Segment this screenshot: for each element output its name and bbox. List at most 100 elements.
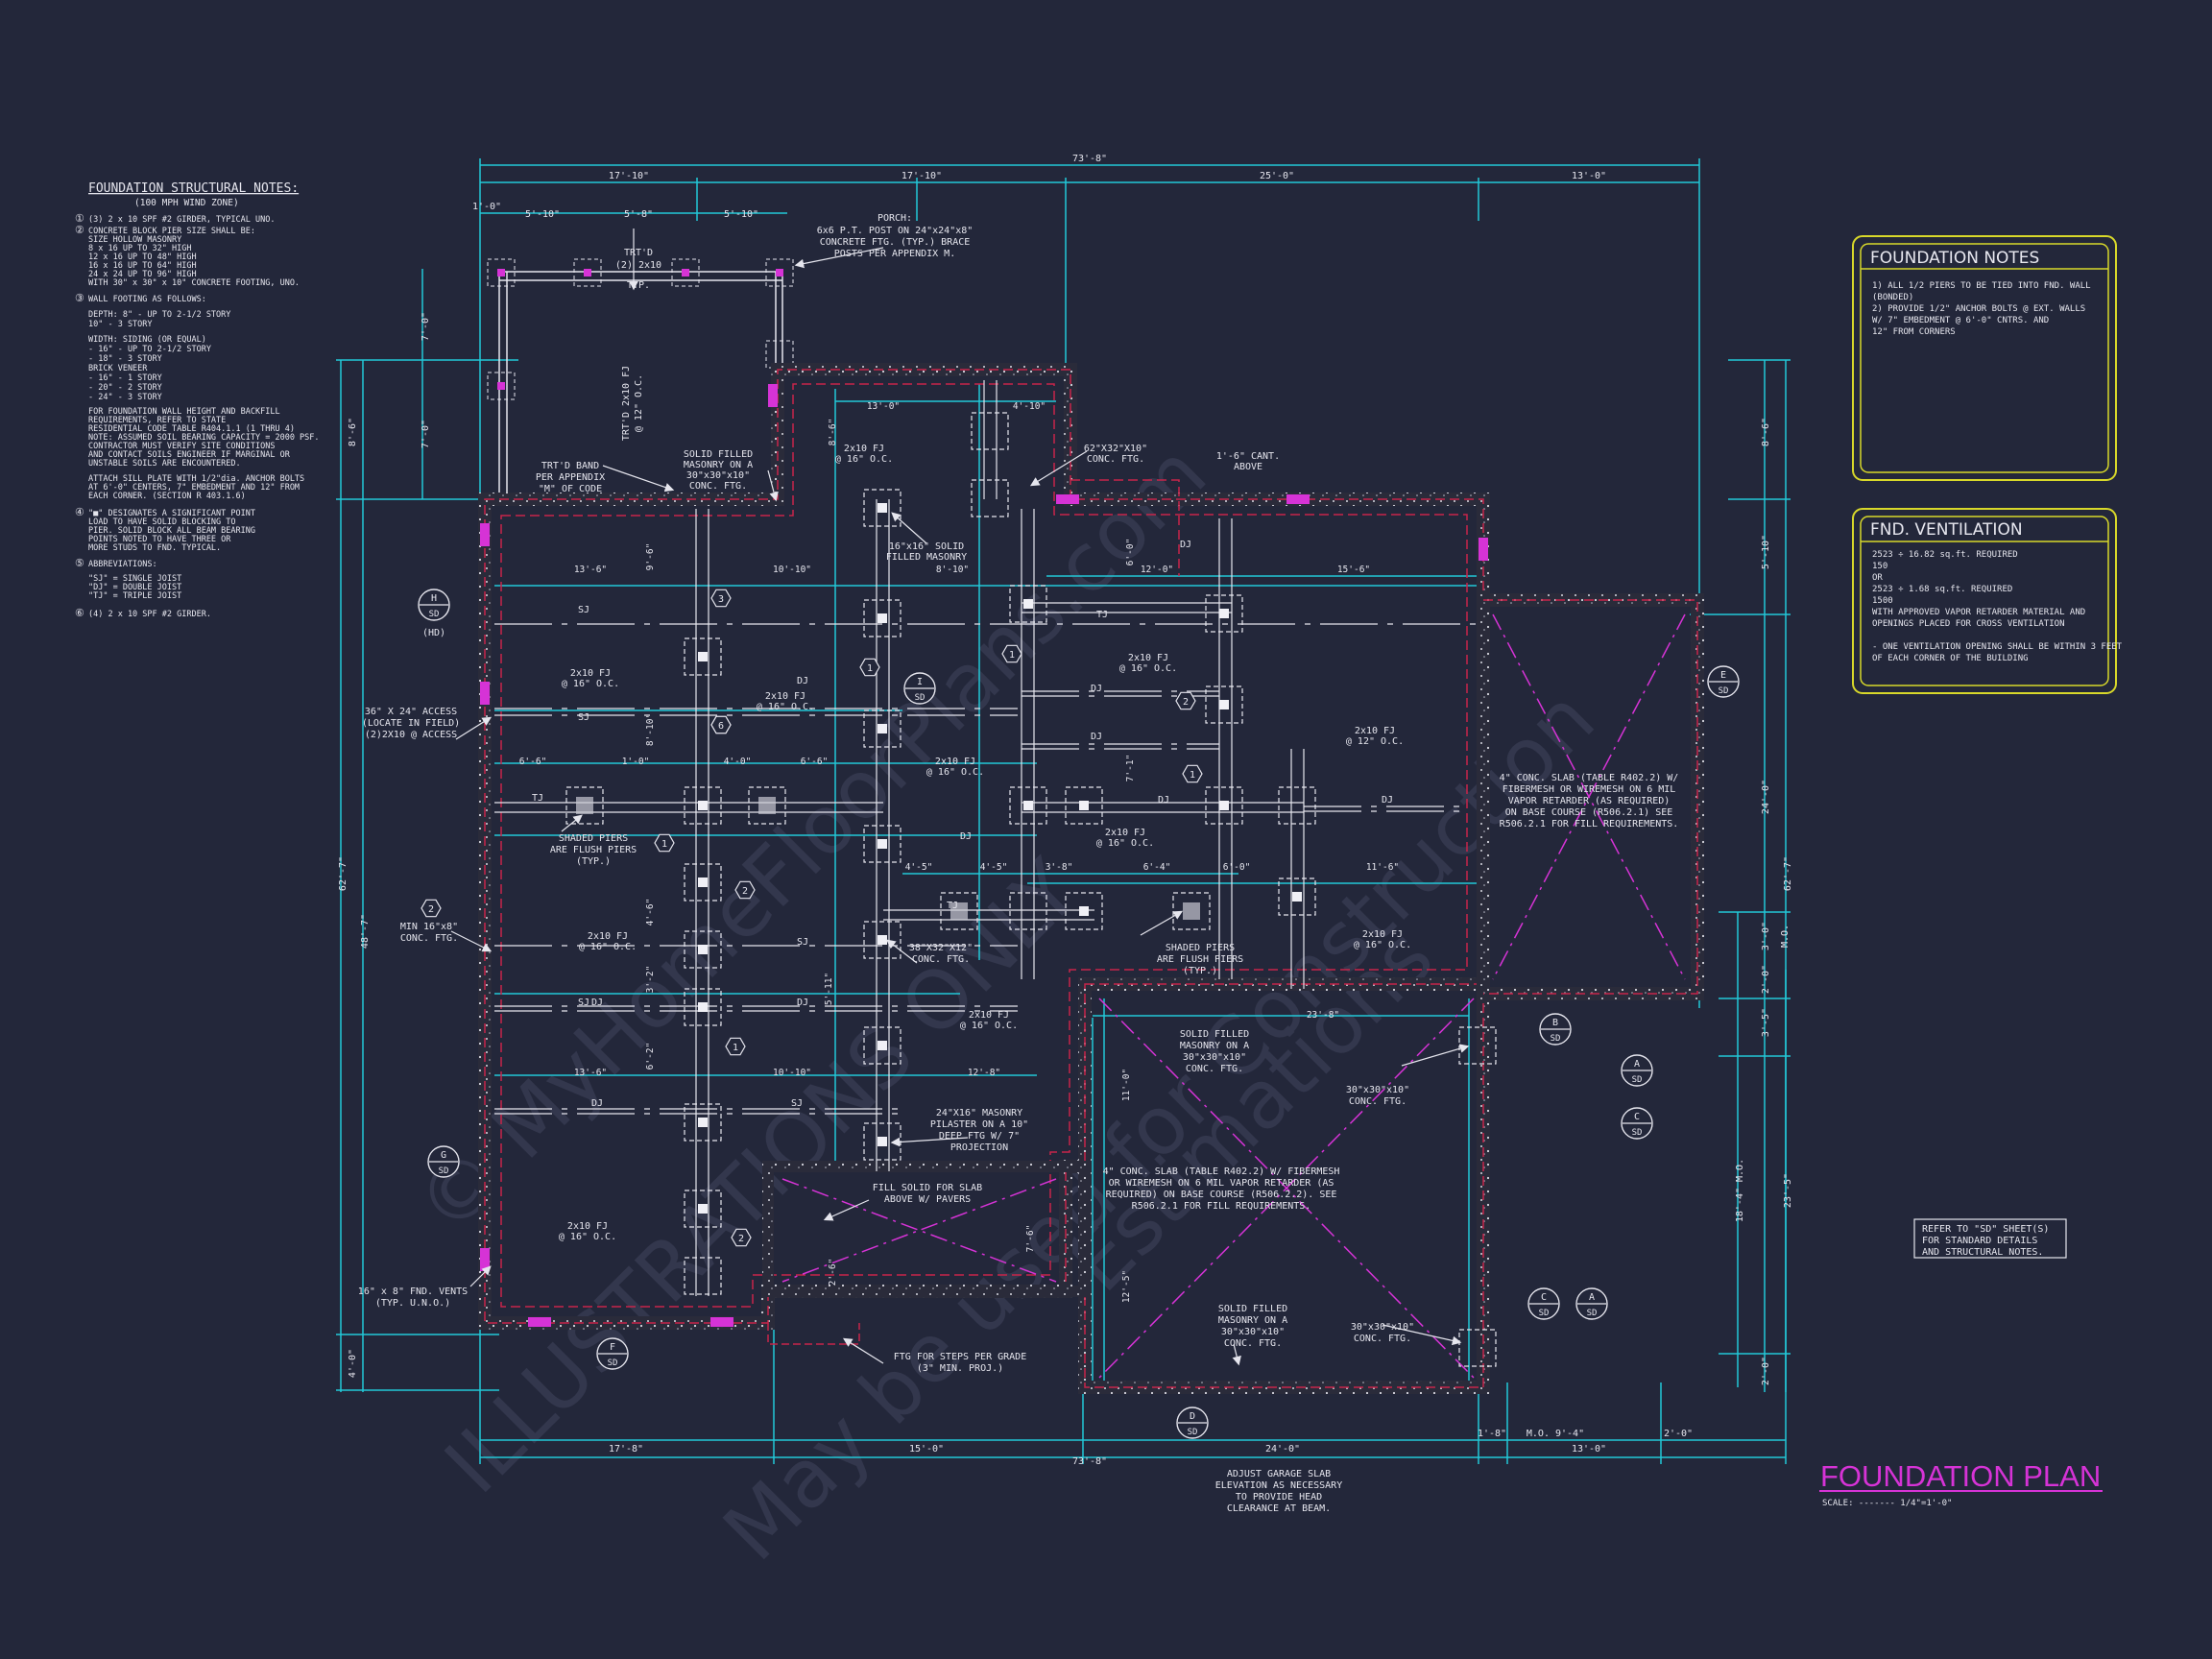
plan-callout: @ 16" O.C. — [559, 1232, 616, 1242]
note-tag-number: 1 — [661, 839, 667, 850]
plan-callout: DEEP FTG W/ 7" — [939, 1131, 1020, 1142]
structural-note-line: RESIDENTIAL CODE TABLE R404.1.1 (1 THRU … — [88, 424, 295, 434]
plan-callout: 24"X16" MASONRY — [936, 1108, 1022, 1118]
plan-callout: (2)2X10 @ ACCESS — [365, 730, 457, 740]
plan-callout: 30"x30"x10" — [1351, 1322, 1414, 1333]
section-marker-sheet: SD — [1188, 1428, 1198, 1437]
dimension-right: 62'-7" — [1783, 856, 1793, 891]
plan-callout: TO PROVIDE HEAD — [1236, 1492, 1322, 1503]
joist-tag: SJ — [791, 1098, 803, 1109]
plan-callout: CONCRETE FTG. (TYP.) BRACE — [820, 237, 971, 248]
plan-callout: TRT'D 2x10 FJ — [621, 366, 632, 441]
plan-callout: CONC. FTG. — [1186, 1064, 1243, 1074]
dimension-right: 2'-0" — [1761, 1357, 1771, 1385]
dimension-right: 5'-10" — [1761, 535, 1771, 569]
section-marker-label: C — [1541, 1292, 1547, 1303]
note-tag-number: 1 — [733, 1043, 738, 1053]
joist-tag: DJ — [797, 676, 808, 686]
interior-dimension: 7'-1" — [1125, 755, 1136, 782]
plan-callout: CONC. FTG. — [1349, 1096, 1407, 1107]
interior-dimension: 4'-6" — [645, 899, 656, 926]
joist-tag: DJ — [591, 1098, 603, 1109]
section-marker-label: B — [1552, 1018, 1558, 1028]
plan-callout: SHADED PIERS — [1166, 943, 1235, 953]
plan-callout: (HD) — [422, 628, 445, 638]
joist-tag: SJ — [578, 998, 589, 1008]
dimension-left: 7'-0" — [421, 420, 431, 448]
plan-callout: 16" x 8" FND. VENTS — [358, 1286, 468, 1297]
structural-note-line: POINTS NOTED TO HAVE THREE OR — [88, 535, 231, 544]
ventilation-line: OR — [1872, 573, 1883, 583]
ventilation-line: WITH APPROVED VAPOR RETARDER MATERIAL AN… — [1872, 608, 2085, 617]
plan-callout: @ 16" O.C. — [1096, 838, 1154, 849]
note-tag-hexagon — [654, 833, 675, 853]
interior-dimension: 3'-8" — [1046, 862, 1073, 873]
structural-note-line: "SJ" = SINGLE JOIST — [88, 574, 181, 584]
structural-note-line: MORE STUDS TO FND. TYPICAL. — [88, 543, 221, 553]
plan-callout: 2x10 FJ — [765, 691, 805, 702]
plan-callout: @ 16" O.C. — [757, 702, 814, 712]
plan-callout: MASONRY ON A — [1180, 1041, 1249, 1051]
plan-callout: 2x10 FJ — [1128, 653, 1168, 663]
note-tag-hexagon — [1182, 764, 1203, 783]
interior-dimension: 1'-0" — [622, 757, 650, 767]
dimension-top: 25'-0" — [1260, 171, 1294, 181]
interior-dimension: 11'-0" — [1121, 1069, 1132, 1101]
plan-callout: FILLED MASONRY — [886, 552, 967, 563]
dimension-bottom: 73'-8" — [1072, 1456, 1107, 1467]
interior-dimension: 10'-10" — [773, 565, 811, 575]
dimension-right: 24'-0" — [1761, 780, 1771, 814]
structural-note-line: - 24" - 3 STORY — [88, 393, 162, 402]
plan-callout: PILASTER ON A 10" — [930, 1119, 1028, 1130]
plan-callout: @ 16" O.C. — [562, 679, 619, 689]
interior-dimension: 12'-0" — [1141, 565, 1173, 575]
step-footing — [767, 1323, 860, 1345]
section-marker-sheet: SD — [1632, 1075, 1643, 1085]
joist-tag: DJ — [960, 831, 972, 842]
ventilation-line: 1500 — [1872, 596, 1893, 606]
plan-callout: (LOCATE IN FIELD) — [362, 718, 460, 729]
structural-note-line: WITH 30" x 30" x 10" CONCRETE FOOTING, U… — [88, 278, 300, 288]
structural-note-line: 8 x 16 UP TO 32" HIGH — [88, 244, 191, 253]
interior-dimension: 13'-6" — [574, 1068, 607, 1078]
interior-dimension: 23'-8" — [1307, 1010, 1339, 1021]
interior-dimension: 6'-2" — [645, 1043, 656, 1070]
dimension-bottom: M.O. 9'-4" — [1527, 1429, 1584, 1439]
plan-callout: (TYP. U.N.O.) — [375, 1298, 450, 1309]
slab-diagonals — [781, 613, 1686, 1379]
section-marker-sheet: SD — [1551, 1034, 1561, 1044]
ventilation-line: - ONE VENTILATION OPENING SHALL BE WITHI… — [1872, 642, 2123, 652]
plan-callout: @ 12" O.C. — [1346, 736, 1404, 747]
section-marker-label: A — [1634, 1059, 1640, 1070]
structural-note-line: (4) 2 x 10 SPF #2 GIRDER. — [88, 610, 211, 619]
plan-callout: SOLID FILLED — [1180, 1029, 1249, 1040]
interior-dimension: 2'-6" — [828, 1259, 838, 1286]
plan-callout: 2x10 FJ — [1355, 726, 1395, 736]
structural-note-line: CONCRETE BLOCK PIER SIZE SHALL BE: — [88, 227, 255, 236]
plan-callout: 30"x30"x10" — [1346, 1085, 1409, 1095]
porch-post-cores — [497, 269, 783, 390]
plan-callout: 2x10 FJ — [935, 757, 975, 767]
plan-callout: 4" CONC. SLAB (TABLE R402.2) W/ — [1500, 773, 1679, 783]
joist-tag: SJ — [578, 605, 589, 615]
section-marker-label: H — [431, 593, 437, 604]
structural-note-line: 12 x 16 UP TO 48" HIGH — [88, 252, 197, 262]
plan-callout: CLEARANCE AT BEAM. — [1227, 1503, 1331, 1514]
interior-dimension: 6'-0" — [1223, 862, 1251, 873]
refer-note-box — [1913, 1218, 2067, 1259]
plan-callout: ON BASE COURSE (R506.2.1) SEE — [1505, 807, 1673, 818]
section-marker-label: E — [1720, 670, 1726, 681]
structural-note-line: 16 x 16 UP TO 64" HIGH — [88, 261, 197, 271]
structural-notes-title: FOUNDATION STRUCTURAL NOTES: — [88, 181, 299, 196]
interior-dimension: 8'-6" — [828, 419, 838, 446]
plan-callout: 62"X32"X10" — [1084, 444, 1147, 454]
interior-dimension: 6'-6" — [801, 757, 829, 767]
interior-dimension: 13'-6" — [574, 565, 607, 575]
plan-callout: @ 12" O.C. — [634, 374, 644, 432]
dimension-left: 48'-7" — [360, 914, 371, 949]
plan-callout: PORCH: — [878, 213, 912, 224]
note-tag-hexagon — [725, 1037, 746, 1056]
plan-callout: CONC. FTG. — [1087, 454, 1144, 465]
dimension-top: 17'-10" — [609, 171, 649, 181]
structural-note-line: FOR FOUNDATION WALL HEIGHT AND BACKFILL — [88, 407, 280, 417]
